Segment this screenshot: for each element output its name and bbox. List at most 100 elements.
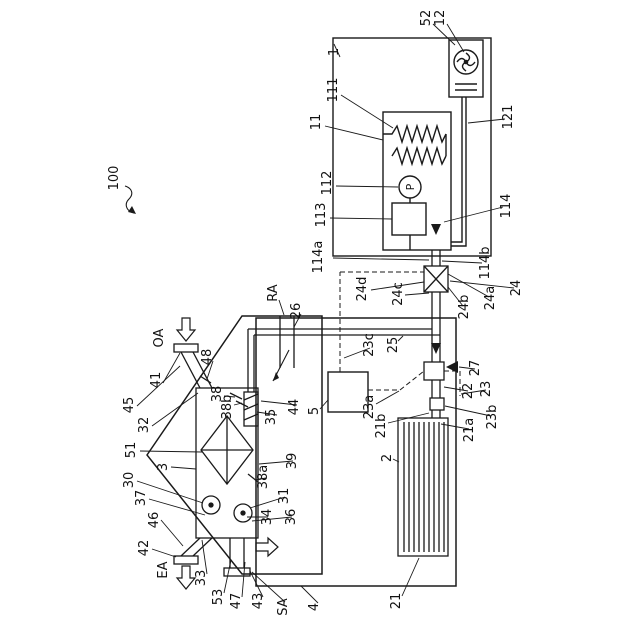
label-21b: 21b [374,414,389,439]
label-33: 33 [194,570,209,587]
label-52: 52 [419,10,434,27]
down-arrow-icon [431,224,441,235]
label-EA: EA [156,561,171,578]
leader-lines [136,23,515,604]
tank-11 [382,111,452,251]
label-25: 25 [386,337,401,354]
sensor-23b [429,397,445,411]
label-2: 2 [380,454,395,462]
sa-arrow-icon [255,536,279,558]
label-24b: 24b [457,295,472,320]
label-48: 48 [200,349,215,366]
down-arrow-icon [431,343,441,354]
label-112: 112 [320,171,335,196]
unit1-casing [332,37,492,257]
damper-38a [247,473,259,483]
label-1: 1 [327,48,342,56]
label-30: 30 [122,472,137,489]
junction-box [423,361,445,381]
fan-box [448,39,484,98]
label-38a: 38a [256,465,271,490]
casing-4 [255,317,457,587]
label-32: 32 [137,417,152,434]
label-51: 51 [124,442,139,459]
label-114b: 114b [478,246,493,279]
left-arrow-icon [446,361,458,373]
label-23a: 23a [362,395,377,420]
label-38b: 38b [220,395,235,420]
valve-24 [423,265,449,293]
heater-element-row2 [391,145,447,167]
label-114a: 114a [311,241,326,274]
label-27: 27 [468,360,483,377]
label-26: 26 [289,303,304,320]
label-OA: OA [152,328,167,347]
label-11: 11 [309,114,324,131]
label-3: 3 [156,463,171,471]
heater-element [383,123,447,145]
label-35: 35 [264,409,279,426]
component-113 [391,202,427,236]
label-23c: 23c [362,333,377,357]
label-46: 46 [147,512,162,529]
fan-unit [448,39,484,98]
label-111: 111 [326,78,341,103]
ventilation-unit [195,375,259,539]
label-22: 22 [461,383,476,400]
damper-38b [235,400,249,408]
unit3-casing [195,387,259,539]
label-114: 114 [499,194,514,219]
reference-labels: 100 52 12 1 111 11 112 113 121 114 114a … [107,10,524,616]
exhaust-fan [201,495,221,515]
ref-100-arrowhead [128,206,136,214]
heat-exchanger-21 [397,417,449,557]
label-53: 53 [211,589,226,606]
label-37: 37 [134,490,149,507]
ra-flow-line [272,349,290,382]
piping [247,250,449,557]
label-41: 41 [149,372,164,389]
label-45: 45 [122,397,137,414]
label-44: 44 [287,399,302,416]
label-121: 121 [501,105,516,130]
ducts [173,316,295,577]
heat-medium-unit [332,37,492,257]
label-24d: 24d [355,277,370,302]
label-43: 43 [251,593,266,610]
label-100: 100 [107,166,122,191]
label-4: 4 [307,603,322,611]
label-pump-P: P [404,183,417,190]
control-wiring [339,271,461,396]
label-RA: RA [266,284,281,302]
label-SA: SA [276,598,291,615]
label-31: 31 [277,488,292,505]
label-34: 34 [260,509,275,526]
label-39: 39 [285,453,300,470]
ref-100-squiggle [124,185,135,214]
ea-arrow-icon [175,565,197,590]
house-outline [146,315,323,575]
oa-arrow-icon [175,317,197,342]
label-12: 12 [433,10,448,27]
label-42: 42 [137,540,152,557]
coil-35 [243,391,259,427]
label-5: 5 [307,407,322,415]
wiring-121a [451,97,463,243]
label-24c: 24c [391,282,406,306]
label-24: 24 [509,280,524,297]
label-36: 36 [284,509,299,526]
damper-38 [229,392,243,400]
ea-flange-42 [173,555,199,565]
air-arrows [175,317,279,590]
oa-flange-41 [173,343,199,353]
label-21: 21 [389,593,404,610]
label-113: 113 [314,203,329,228]
supply-fan [233,503,253,523]
controller-5 [327,371,369,413]
label-21a: 21a [462,418,477,443]
label-23b: 23b [485,405,500,430]
wiring-121b [451,97,467,247]
label-23: 23 [479,381,494,398]
